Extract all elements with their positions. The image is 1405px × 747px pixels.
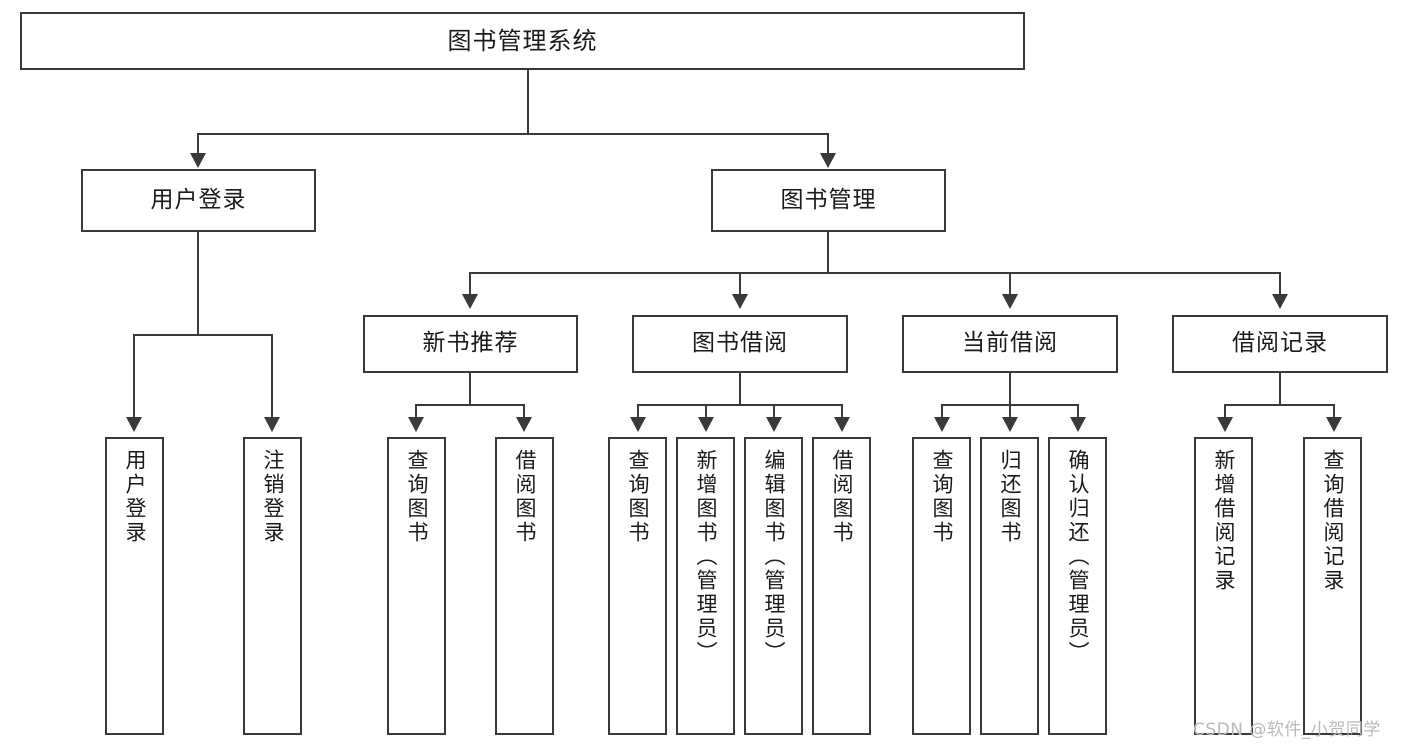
leaf-node-bb-query-book[interactable]: 查询图书 xyxy=(608,437,667,735)
arrowhead-to-leaf-user-login xyxy=(126,417,142,432)
arrowhead-to-leaf-bb-1 xyxy=(630,417,646,432)
leaf-label: 查询图书 xyxy=(626,449,650,545)
leaf-node-br-query-record[interactable]: 查询借阅记录 xyxy=(1303,437,1362,735)
connector-bm-drop-3 xyxy=(1009,272,1011,296)
node-label: 用户登录 xyxy=(150,186,247,213)
connector-bb-stem xyxy=(739,373,741,406)
connector-root-drop-1 xyxy=(197,133,199,155)
leaf-label: 借阅图书 xyxy=(513,449,537,545)
arrowhead-to-leaf-nbr-1 xyxy=(408,417,424,432)
leaf-label: 编辑图书（管理员） xyxy=(762,449,786,665)
node-label: 图书管理 xyxy=(780,186,877,213)
leaf-node-cb-query-book[interactable]: 查询图书 xyxy=(912,437,971,735)
leaf-label: 新增图书（管理员） xyxy=(694,449,718,665)
node-user-login[interactable]: 用户登录 xyxy=(81,169,316,232)
arrowhead-to-leaf-cb-1 xyxy=(934,417,950,432)
node-book-borrow[interactable]: 图书借阅 xyxy=(632,315,848,373)
leaf-label: 确认归还（管理员） xyxy=(1066,449,1090,665)
arrowhead-to-leaf-logout xyxy=(264,417,280,432)
connector-br-drop-1 xyxy=(1224,404,1226,418)
connector-root-stem xyxy=(527,70,529,134)
connector-cb-drop-3 xyxy=(1077,404,1079,418)
arrowhead-to-book-management xyxy=(820,153,836,168)
arrowhead-to-leaf-bb-4 xyxy=(834,417,850,432)
leaf-node-cb-return-book[interactable]: 归还图书 xyxy=(980,437,1039,735)
leaf-node-br-add-record[interactable]: 新增借阅记录 xyxy=(1194,437,1253,735)
leaf-label: 查询借阅记录 xyxy=(1321,449,1345,593)
node-label: 当前借阅 xyxy=(962,330,1058,357)
connector-cb-stem xyxy=(1009,373,1011,406)
leaf-node-bb-edit-book-admin[interactable]: 编辑图书（管理员） xyxy=(744,437,803,735)
connector-bb-drop-3 xyxy=(773,404,775,418)
connector-book-management-bus xyxy=(469,272,1281,274)
arrowhead-to-user-login xyxy=(190,153,206,168)
connector-nbr-drop-1 xyxy=(415,404,417,418)
leaf-label: 用户登录 xyxy=(123,449,147,545)
csdn-watermark: CSDN @软件_小贺同学 xyxy=(1193,720,1381,740)
leaf-node-nbr-query-book[interactable]: 查询图书 xyxy=(387,437,446,735)
leaf-label: 归还图书 xyxy=(998,449,1022,545)
leaf-label: 新增借阅记录 xyxy=(1212,449,1236,593)
arrowhead-to-leaf-nbr-2 xyxy=(516,417,532,432)
connector-nbr-drop-2 xyxy=(523,404,525,418)
connector-user-login-bus xyxy=(133,334,273,336)
arrowhead-to-leaf-cb-2 xyxy=(1002,417,1018,432)
leaf-node-cb-confirm-return-admin[interactable]: 确认归还（管理员） xyxy=(1048,437,1107,735)
connector-br-drop-2 xyxy=(1333,404,1335,418)
connector-bb-bus xyxy=(637,404,843,406)
connector-nbr-stem xyxy=(469,373,471,406)
arrowhead-to-leaf-br-2 xyxy=(1326,417,1342,432)
arrowhead-to-leaf-bb-3 xyxy=(766,417,782,432)
connector-book-management-stem xyxy=(827,232,829,274)
arrowhead-to-borrow-record xyxy=(1272,294,1288,309)
connector-bm-drop-1 xyxy=(469,272,471,296)
node-book-management[interactable]: 图书管理 xyxy=(711,169,946,232)
connector-nbr-bus xyxy=(415,404,525,406)
leaf-node-bb-borrow-book[interactable]: 借阅图书 xyxy=(812,437,871,735)
leaf-node-user-login[interactable]: 用户登录 xyxy=(105,437,164,735)
leaf-label: 查询图书 xyxy=(930,449,954,545)
connector-bb-drop-2 xyxy=(705,404,707,418)
node-new-book-recommend[interactable]: 新书推荐 xyxy=(363,315,578,373)
arrowhead-to-book-borrow xyxy=(732,294,748,309)
leaf-node-bb-add-book-admin[interactable]: 新增图书（管理员） xyxy=(676,437,735,735)
arrowhead-to-leaf-cb-3 xyxy=(1070,417,1086,432)
node-borrow-record[interactable]: 借阅记录 xyxy=(1172,315,1388,373)
connector-root-drop-2 xyxy=(827,133,829,155)
node-label: 新书推荐 xyxy=(422,330,519,357)
connector-root-bus xyxy=(197,133,829,135)
leaf-label: 查询图书 xyxy=(405,449,429,545)
node-label: 借阅记录 xyxy=(1232,330,1328,357)
node-root-book-management-system[interactable]: 图书管理系统 xyxy=(20,12,1025,70)
connector-br-bus xyxy=(1224,404,1335,406)
arrowhead-to-new-book-recommend xyxy=(462,294,478,309)
connector-bm-drop-4 xyxy=(1279,272,1281,296)
leaf-node-logout[interactable]: 注销登录 xyxy=(243,437,302,735)
connector-cb-drop-2 xyxy=(1009,404,1011,418)
connector-user-login-stem xyxy=(197,232,199,336)
leaf-label: 注销登录 xyxy=(261,449,285,545)
connector-user-login-drop-2 xyxy=(271,334,273,418)
node-current-borrow[interactable]: 当前借阅 xyxy=(902,315,1118,373)
arrowhead-to-leaf-bb-2 xyxy=(698,417,714,432)
connector-bm-drop-2 xyxy=(739,272,741,296)
node-label: 图书借阅 xyxy=(692,330,788,357)
connector-user-login-drop-1 xyxy=(133,334,135,418)
connector-cb-drop-1 xyxy=(941,404,943,418)
arrowhead-to-current-borrow xyxy=(1002,294,1018,309)
connector-br-stem xyxy=(1279,373,1281,406)
leaf-node-nbr-borrow-book[interactable]: 借阅图书 xyxy=(495,437,554,735)
connector-bb-drop-1 xyxy=(637,404,639,418)
node-label: 图书管理系统 xyxy=(447,26,598,55)
leaf-label: 借阅图书 xyxy=(830,449,854,545)
connector-bb-drop-4 xyxy=(841,404,843,418)
arrowhead-to-leaf-br-1 xyxy=(1217,417,1233,432)
